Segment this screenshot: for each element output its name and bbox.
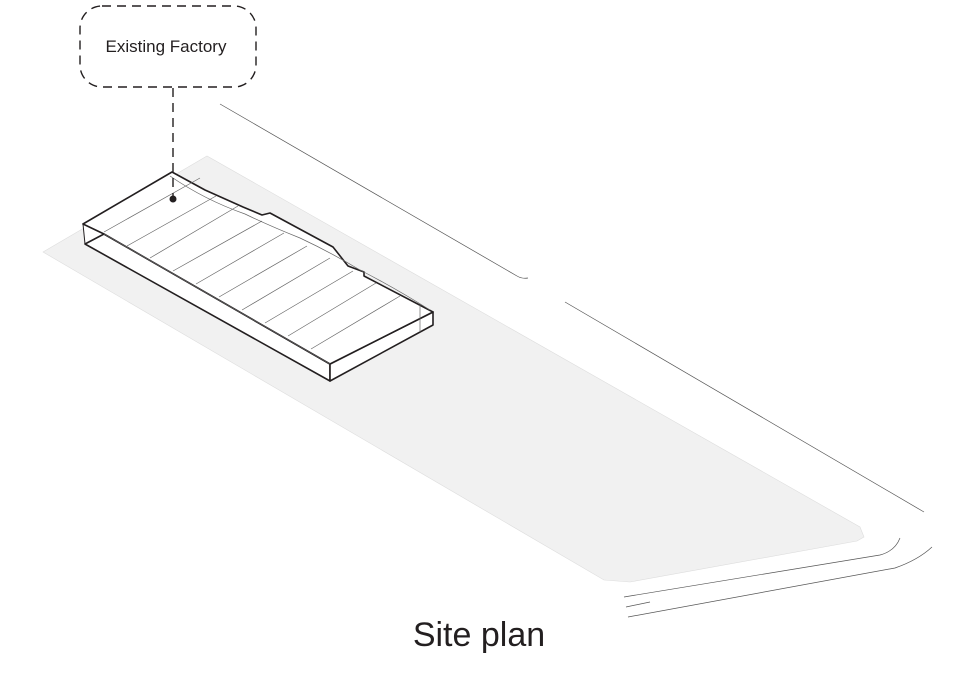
callout-label: Existing Factory xyxy=(106,37,227,56)
road-curb-end xyxy=(625,601,651,608)
existing-factory-building xyxy=(82,171,434,382)
road-edge-lower xyxy=(564,301,925,513)
road-curb-outer xyxy=(627,546,933,618)
diagram-caption: Site plan xyxy=(413,616,545,654)
callout-bubble xyxy=(79,5,257,88)
road-curb-inner xyxy=(623,537,901,598)
factory-roof-ridges xyxy=(103,175,431,365)
road-lines xyxy=(219,103,933,618)
callout-pin-dot xyxy=(169,195,177,203)
road-edge-upper xyxy=(219,103,529,279)
factory-roof xyxy=(82,171,434,365)
